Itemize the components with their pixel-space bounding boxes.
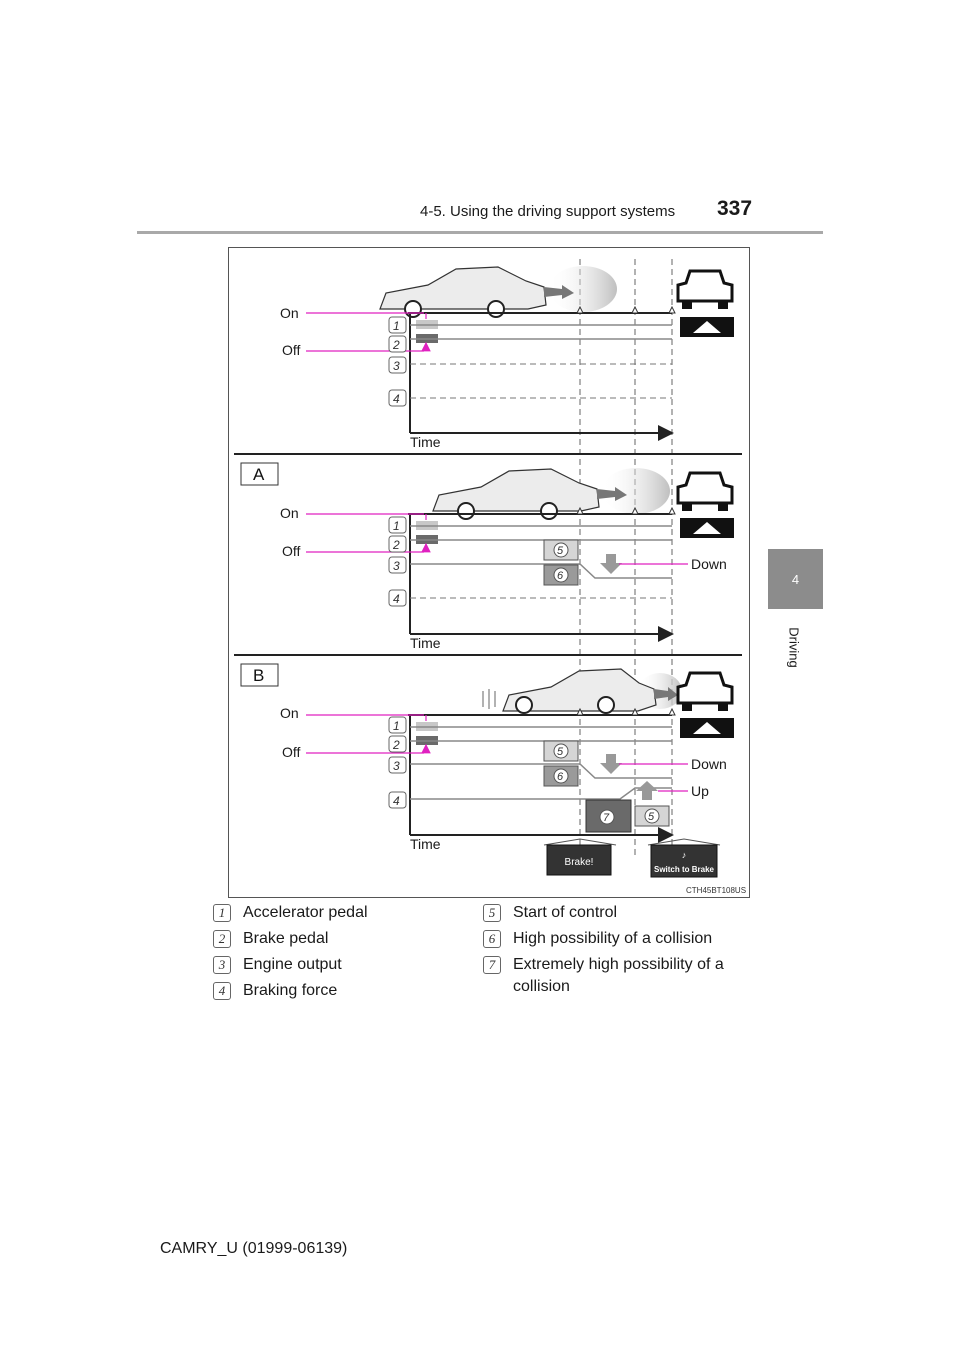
legend-item: 1 Accelerator pedal — [213, 902, 483, 924]
car-ahead — [676, 269, 734, 309]
sensor-beam — [549, 266, 617, 312]
legend-item: 2 Brake pedal — [213, 928, 483, 950]
brake-warning-text: Brake! — [565, 857, 594, 868]
on-label: On — [280, 305, 299, 321]
panel-tag-a-text: A — [253, 465, 265, 484]
legend-item: 4 Braking force — [213, 980, 483, 1002]
svg-text:5: 5 — [557, 746, 564, 758]
legend-item: 5 Start of control — [483, 902, 753, 924]
svg-text:7: 7 — [603, 812, 610, 824]
page-number: 337 — [717, 197, 753, 220]
svg-text:3: 3 — [393, 759, 400, 773]
svg-text:4: 4 — [393, 794, 400, 808]
panel-b: B — [240, 663, 734, 878]
svg-text:6: 6 — [557, 771, 564, 783]
header-divider — [137, 231, 823, 234]
svg-text:2: 2 — [392, 338, 400, 352]
svg-text:2: 2 — [392, 738, 400, 752]
chapter-tab: 4 — [768, 549, 823, 609]
up-label: Up — [691, 783, 709, 799]
svg-text:4: 4 — [393, 592, 400, 606]
svg-text:5: 5 — [557, 545, 564, 557]
down-label: Down — [691, 756, 727, 772]
legend-item: 3 Engine output — [213, 954, 483, 976]
svg-text:1: 1 — [393, 719, 400, 733]
on-label: On — [280, 505, 299, 521]
display-brake: Brake! — [543, 838, 617, 876]
switch-to-brake-text: Switch to Brake — [654, 865, 715, 874]
car-own — [379, 266, 574, 318]
markers: 5 6 — [543, 539, 579, 586]
figure-frame — [228, 247, 750, 898]
up-arrow-icon — [693, 522, 721, 534]
svg-text:1: 1 — [393, 519, 400, 533]
svg-text:6: 6 — [557, 570, 564, 582]
svg-text:1: 1 — [393, 319, 400, 333]
down-arrow-icon — [600, 754, 622, 774]
figure-code: CTH45BT108US — [686, 886, 746, 895]
down-arrow-icon — [600, 554, 622, 574]
time-label: Time — [410, 836, 441, 852]
pcs-timing-diagram: On Off 1 2 3 4 Time A — [228, 247, 750, 898]
diagram-canvas: On Off 1 2 3 4 Time A — [228, 247, 750, 898]
chime-icon: ♪ — [682, 850, 687, 860]
legend-item: 7 Extremely high possibility of a collis… — [483, 954, 753, 998]
legend: 1 Accelerator pedal 2 Brake pedal 3 Engi… — [213, 902, 773, 1012]
section-title: 4-5. Using the driving support systems — [420, 203, 676, 220]
off-label: Off — [282, 543, 301, 559]
on-label: On — [280, 705, 299, 721]
time-label: Time — [410, 635, 441, 651]
panel-a: A — [240, 462, 734, 651]
panel-tag-b-text: B — [253, 666, 264, 685]
car-ahead — [676, 671, 734, 711]
panel-normal: On Off 1 2 3 4 Time — [280, 266, 734, 450]
svg-text:3: 3 — [393, 359, 400, 373]
up-arrow-icon — [693, 722, 721, 734]
off-label: Off — [282, 342, 301, 358]
up-arrow-icon — [636, 781, 658, 800]
chapter-number: 4 — [791, 571, 800, 587]
up-arrow-icon — [693, 321, 721, 333]
car-own — [432, 468, 627, 520]
car-own — [482, 668, 678, 714]
row-numbers: 1 2 3 4 — [388, 316, 407, 407]
svg-text:3: 3 — [393, 559, 400, 573]
legend-item: 6 High possibility of a collision — [483, 928, 753, 950]
panel-tag-a — [240, 462, 279, 486]
chapter-label: Driving — [786, 627, 802, 668]
svg-text:2: 2 — [392, 538, 400, 552]
car-ahead — [676, 471, 734, 511]
off-label: Off — [282, 744, 301, 760]
row-numbers: 1 2 3 4 — [388, 716, 407, 809]
svg-text:4: 4 — [393, 392, 400, 406]
down-label: Down — [691, 556, 727, 572]
row-numbers: 1 2 3 4 — [388, 516, 407, 607]
markers: 5 6 7 5 — [543, 740, 670, 833]
display-switch-to-brake: ♪ Switch to Brake — [647, 838, 721, 878]
time-label: Time — [410, 434, 441, 450]
panel-tag-b — [240, 663, 279, 687]
svg-text:5: 5 — [648, 811, 655, 823]
model-code: CAMRY_U (01999-06139) — [160, 1240, 348, 1257]
